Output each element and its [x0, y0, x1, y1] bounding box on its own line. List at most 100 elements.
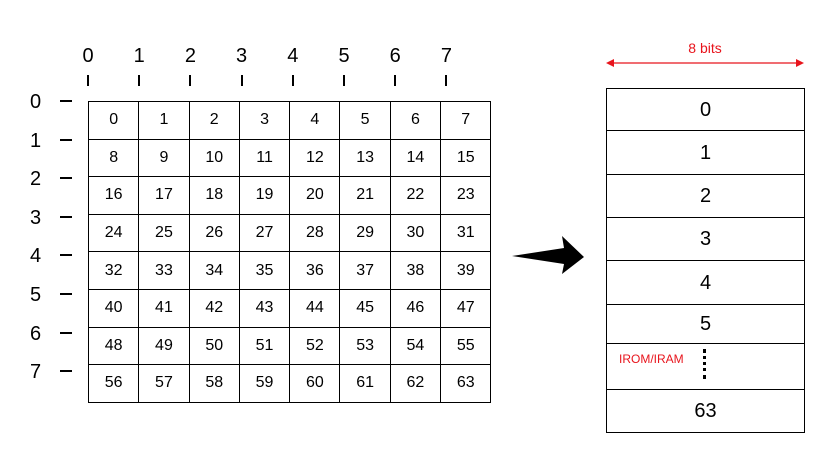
grid-cell: 35: [238, 251, 291, 290]
memory-cell-value: 4: [699, 272, 712, 294]
row-index-label: 7: [30, 361, 42, 384]
grid-cell: 15: [440, 138, 492, 178]
column-index-label: 2: [184, 45, 196, 67]
grid-cell: 2: [188, 101, 240, 140]
column-index-label: 7: [440, 45, 452, 67]
grid-cell: 36: [289, 251, 341, 290]
column-tick: [291, 75, 294, 86]
grid-cell: 32: [87, 251, 140, 290]
grid-cell: 8: [87, 138, 140, 178]
row-tick: [60, 254, 72, 257]
grid-cell: 4: [289, 101, 341, 140]
grid-cell: 39: [440, 251, 492, 290]
grid-cell: 60: [289, 364, 341, 403]
grid-cell: 1: [138, 101, 190, 140]
memory-cell-value: 2: [699, 185, 712, 207]
grid-cell: 52: [289, 326, 341, 366]
grid-cell: 55: [440, 326, 492, 366]
grid-cell: 62: [389, 364, 442, 403]
grid-cell: 29: [339, 213, 391, 253]
row-tick: [60, 331, 72, 334]
right-arrow-icon: [512, 236, 584, 274]
row-index-label: 1: [30, 129, 42, 152]
grid-cell: 61: [339, 364, 391, 403]
grid-cell: 26: [188, 213, 240, 253]
memory-note: IROM/IRAM: [619, 352, 684, 366]
grid-cell: 25: [138, 213, 190, 253]
grid-cell: 11: [238, 138, 291, 178]
grid-cell: 19: [238, 176, 291, 215]
row-tick: [60, 100, 72, 102]
row-index-label: 3: [30, 206, 42, 229]
grid-cell: 54: [389, 326, 442, 366]
grid-cell: 33: [138, 251, 190, 290]
grid-cell: 20: [289, 176, 341, 215]
grid-cell: 18: [188, 176, 240, 215]
column-index-label: 5: [338, 45, 350, 67]
memory-cell-value: 63: [694, 400, 717, 422]
memory-cell-value: 5: [699, 313, 712, 335]
grid-cell: 6: [389, 101, 442, 140]
column-index-label: 1: [133, 45, 145, 67]
column-tick: [445, 75, 448, 86]
grid-cell: 40: [87, 288, 140, 328]
bit-width-arrow-icon: [606, 59, 804, 67]
row-index-label: 4: [30, 245, 42, 268]
grid-cell: 21: [339, 176, 391, 215]
row-tick: [60, 138, 72, 141]
grid-cell: 63: [440, 364, 492, 403]
grid-cell: 38: [389, 251, 442, 290]
grid-cell: 51: [238, 326, 291, 366]
row-index-label: 6: [30, 322, 42, 345]
grid-cell: 43: [238, 288, 291, 328]
grid-cell: 22: [389, 176, 442, 215]
grid-cell: 34: [188, 251, 240, 290]
grid-cell: 49: [138, 326, 190, 366]
memory-row: 3: [607, 218, 804, 261]
column-tick: [240, 75, 243, 86]
grid-cell: 42: [188, 288, 240, 328]
memory-row: 2: [607, 175, 804, 218]
row-tick: [60, 370, 72, 373]
grid-cell: 44: [289, 288, 341, 328]
grid-cell: 9: [138, 138, 190, 178]
grid-cell: 17: [138, 176, 190, 215]
grid-cell: 24: [87, 213, 140, 253]
grid-cell: 46: [389, 288, 442, 328]
grid-cell: 12: [289, 138, 341, 178]
grid-cell: 28: [289, 213, 341, 253]
grid-cell: 59: [238, 364, 291, 403]
row-index-label: 5: [30, 284, 42, 306]
column-index-label: 6: [389, 45, 401, 67]
column-tick: [138, 75, 141, 86]
row-tick: [60, 177, 72, 180]
grid-cell: 56: [87, 364, 140, 403]
memory-row: 5: [607, 305, 804, 344]
grid-cell: 14: [389, 138, 442, 178]
column-tick: [189, 75, 192, 86]
grid-cell: 57: [138, 364, 190, 403]
grid-cell: 50: [188, 326, 240, 366]
row-index-label: 2: [30, 168, 42, 191]
memory-cell-value: 3: [699, 228, 712, 250]
grid-cell: 5: [339, 101, 391, 140]
memory-cell-value: 1: [699, 142, 712, 164]
memory-row: 4: [607, 261, 804, 305]
grid-cell: 3: [238, 101, 291, 140]
grid-cell: 10: [188, 138, 240, 178]
column-index-label: 0: [82, 45, 94, 67]
grid-cell: 37: [339, 251, 391, 290]
bit-width-label: 8 bits: [688, 40, 722, 56]
grid-cell: 13: [339, 138, 391, 178]
grid-cell: 30: [389, 213, 442, 253]
grid-cell: 31: [440, 213, 492, 253]
grid-cell: 7: [440, 101, 492, 140]
column-tick: [343, 75, 345, 86]
